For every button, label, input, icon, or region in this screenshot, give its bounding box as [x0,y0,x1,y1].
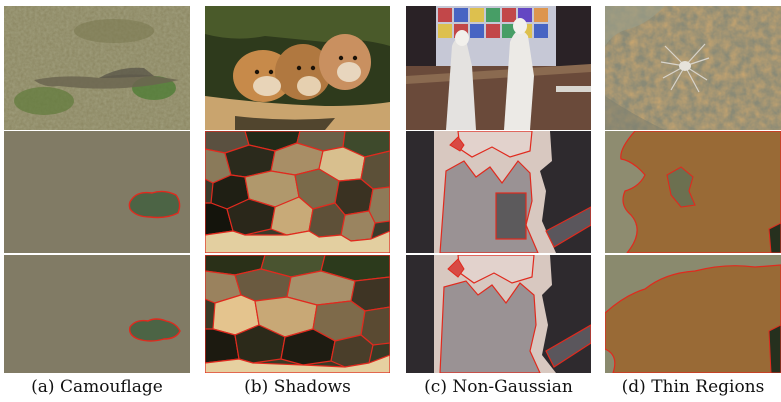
caption-thin-regions: (d) Thin Regions [621,377,765,397]
segmentation-thin-regions-a [605,131,781,253]
segmentation-non-gaussian-a [406,131,591,253]
segmentation-non-gaussian-b [406,255,591,373]
caption-shadows: (b) Shadows [244,377,351,397]
photo-thin-regions [605,6,781,130]
caption-camouflage: (a) Camouflage [31,377,163,397]
photo-shadows [205,6,390,130]
photo-non-gaussian [406,6,591,130]
segmentation-shadows-a [205,131,390,253]
caption-non-gaussian: (c) Non-Gaussian [424,377,573,397]
segmentation-camouflage-a [4,131,190,253]
segmentation-shadows-b [205,255,390,373]
segmentation-camouflage-b [4,255,190,373]
segmentation-thin-regions-b [605,255,781,373]
photo-camouflage [4,6,190,130]
